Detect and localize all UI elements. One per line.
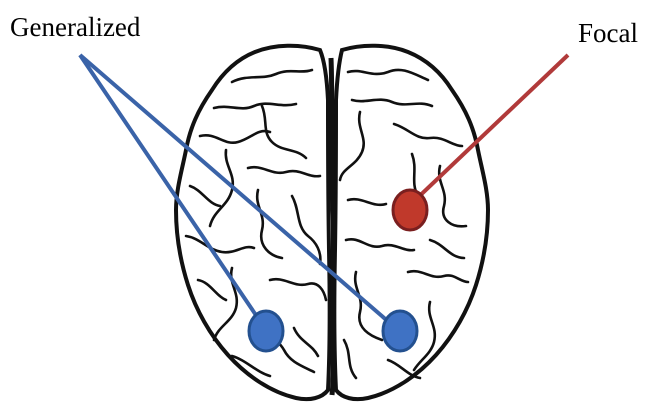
generalized-label: Generalized [10,14,140,41]
focal-label: Focal [578,20,638,47]
focal-seizure-marker [393,190,427,230]
generalized-seizure-marker-right [383,311,417,351]
left-hemisphere-outline [176,46,330,399]
central-fissure [331,58,334,395]
generalized-seizure-marker-left [249,311,283,351]
